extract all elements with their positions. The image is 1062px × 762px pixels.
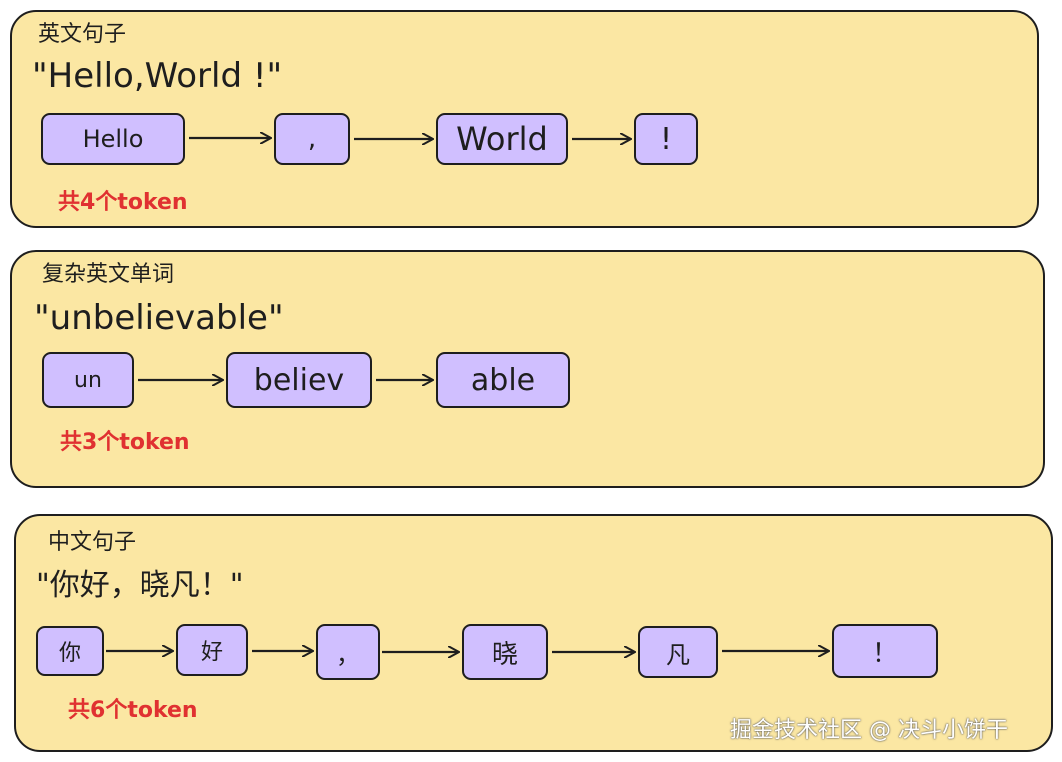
token-count-number: 4 (80, 190, 96, 215)
token-count: 共6个token (68, 692, 198, 724)
token-count-prefix: 共 (60, 430, 83, 455)
token-box: 凡 (638, 626, 718, 678)
token-box: 你 (36, 626, 104, 676)
token-count-number: 3 (82, 430, 98, 455)
token-box: World (436, 113, 568, 165)
token-count-suffix: 个token (97, 430, 190, 455)
token-count: 共3个token (60, 424, 190, 456)
sentence-text: "Hello,World !" (32, 56, 283, 96)
panel-label: 英文句子 (38, 22, 127, 47)
panel-label: 复杂英文单词 (42, 262, 175, 287)
token-box: believ (226, 352, 372, 408)
token-count-number: 6 (90, 698, 106, 723)
token-box: 晓 (462, 624, 548, 680)
token-count-prefix: 共 (58, 190, 81, 215)
token-box: un (42, 352, 134, 408)
token-count-prefix: 共 (68, 698, 91, 723)
token-box: ！ (832, 624, 938, 678)
token-box: ， (316, 624, 380, 680)
token-box: Hello (41, 113, 185, 165)
watermark: 掘金技术社区 @ 决斗小饼干 (730, 718, 1008, 743)
token-count: 共4个token (58, 184, 188, 216)
sentence-text: "unbelievable" (34, 298, 284, 338)
sentence-text: "你好，晓凡！" (36, 568, 244, 603)
token-count-suffix: 个token (105, 698, 198, 723)
token-count-suffix: 个token (95, 190, 188, 215)
panel-label: 中文句子 (48, 530, 137, 555)
token-box: 好 (176, 624, 248, 676)
token-box: ! (634, 113, 698, 165)
token-box: able (436, 352, 570, 408)
token-box: , (274, 113, 350, 165)
